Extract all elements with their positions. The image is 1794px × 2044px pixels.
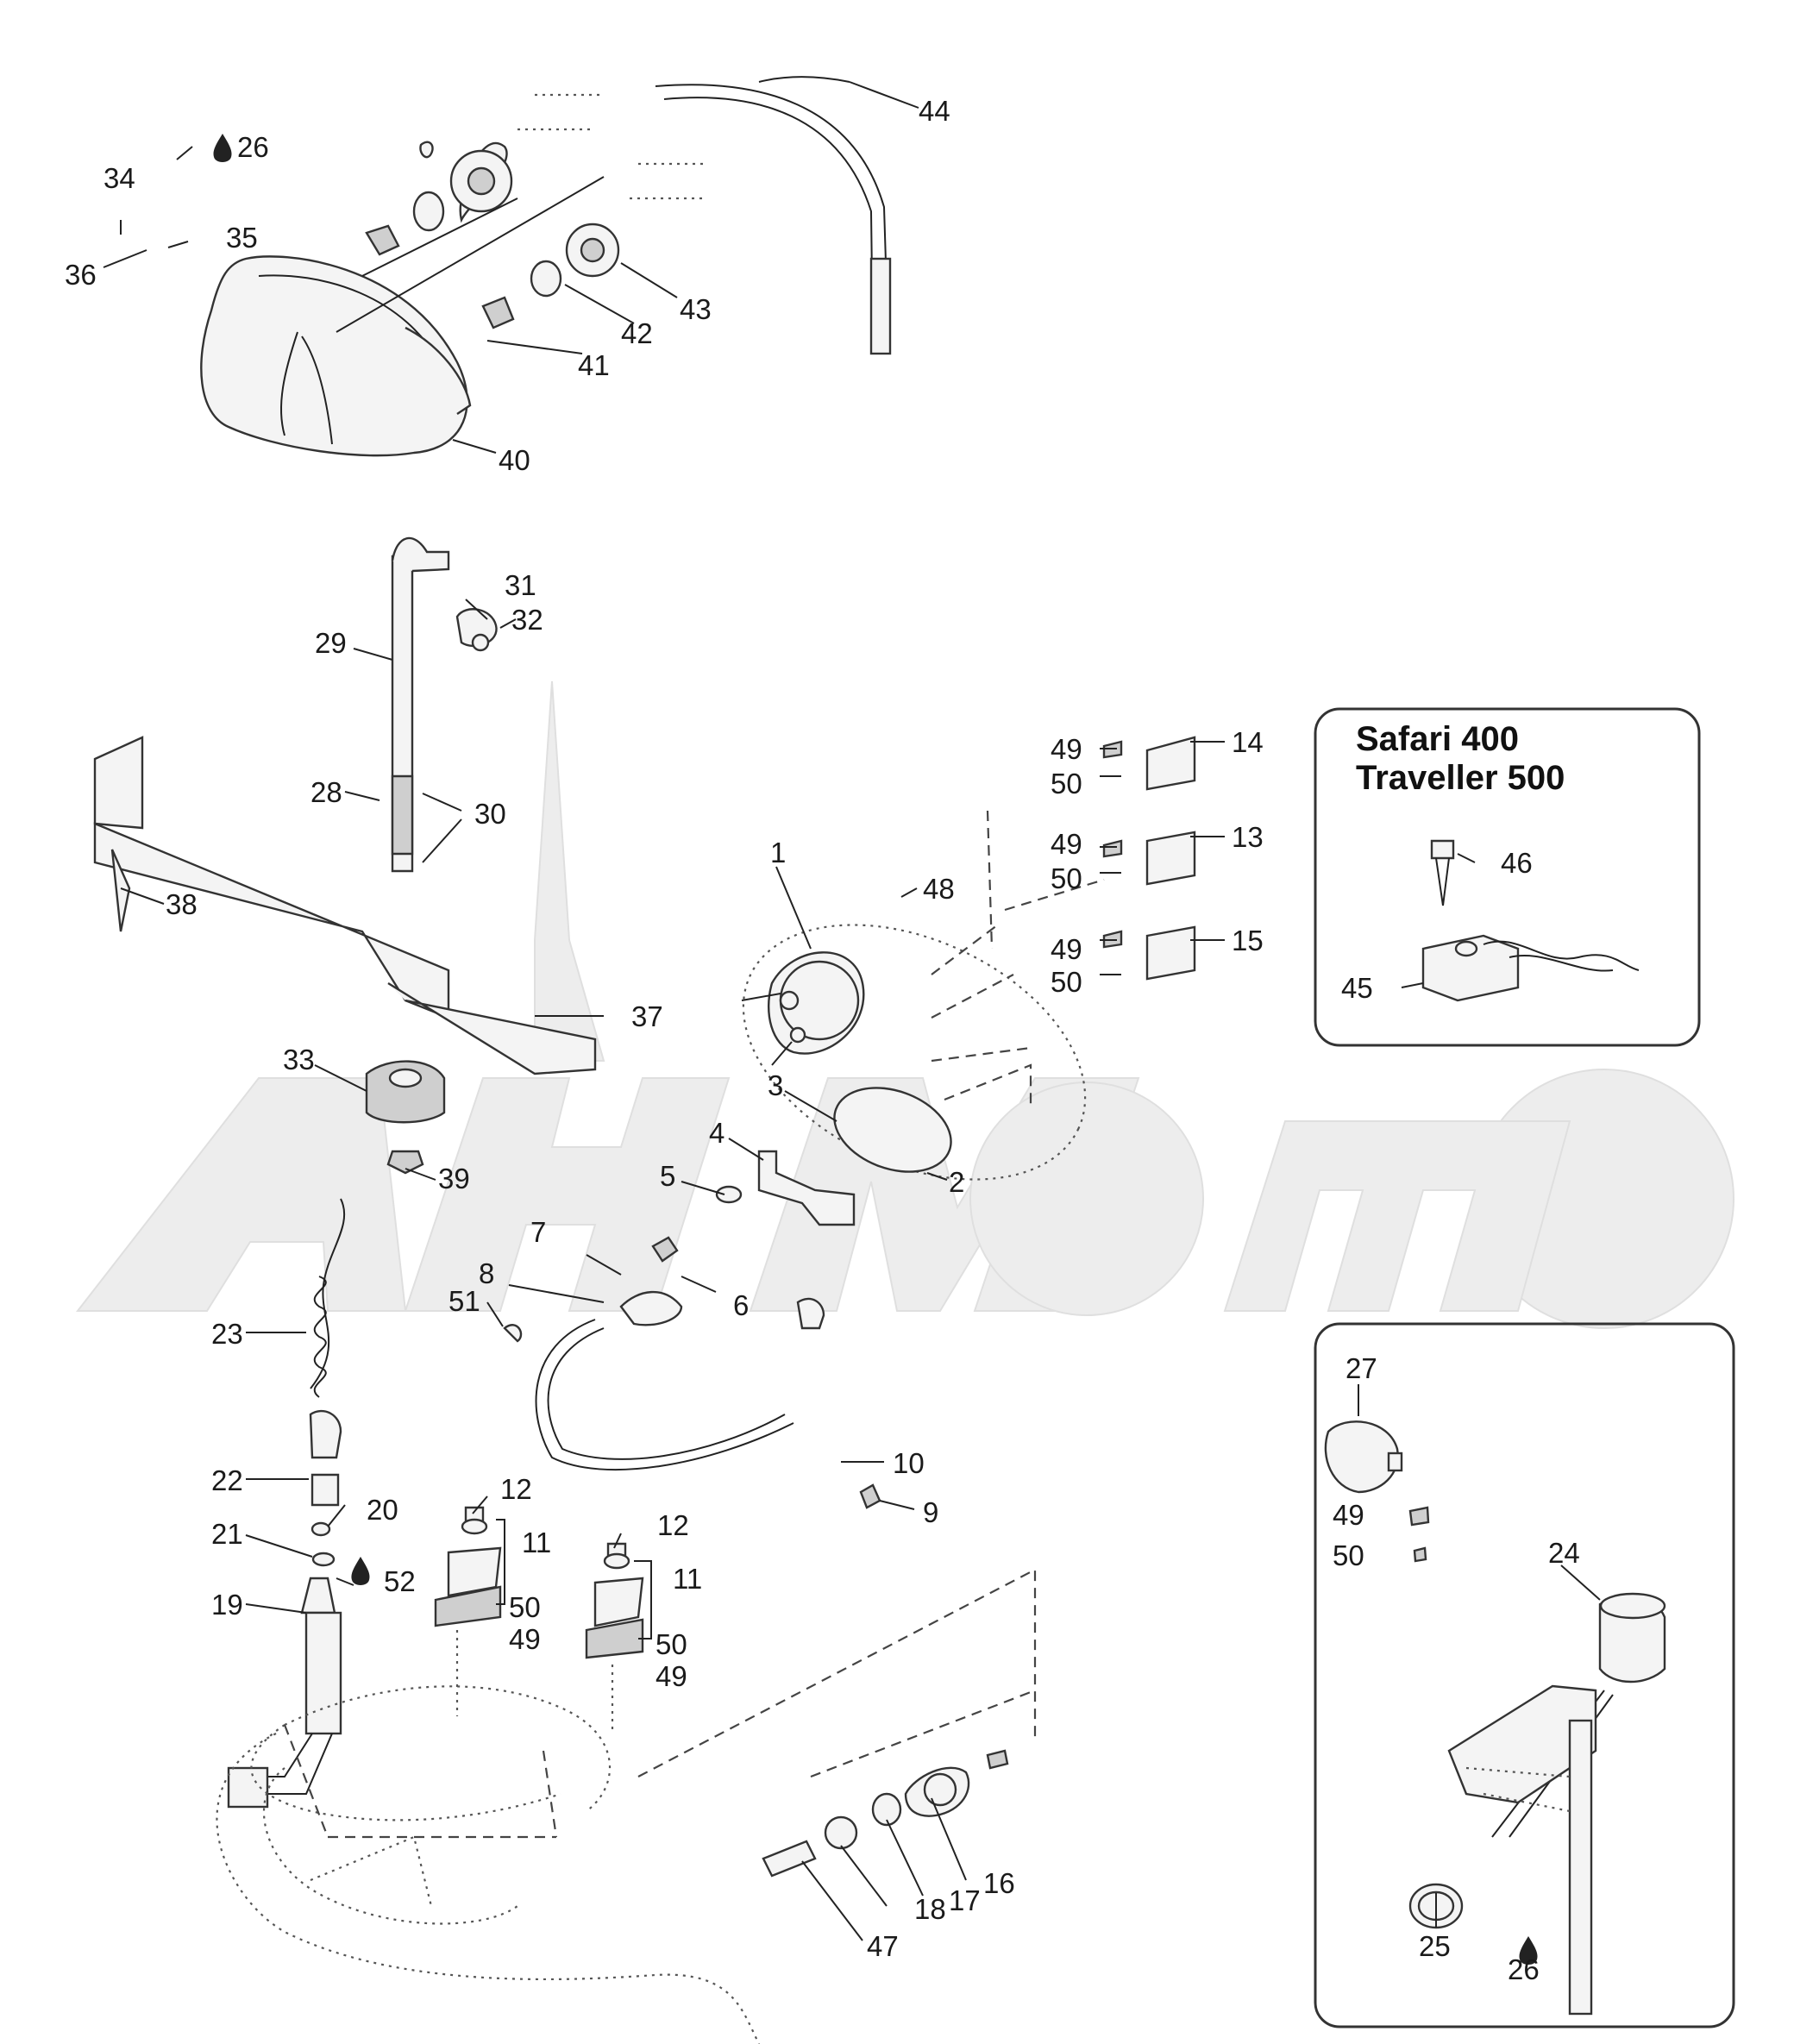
callout-46: 46 bbox=[1501, 847, 1533, 879]
callout-38: 38 bbox=[166, 888, 198, 920]
handlebar-mount bbox=[93, 536, 597, 1175]
callout-50: 50 bbox=[1051, 768, 1082, 799]
callout-4: 4 bbox=[709, 1117, 724, 1149]
callout-48: 48 bbox=[923, 873, 955, 905]
callout-26: 26 bbox=[237, 131, 269, 163]
callout-50: 50 bbox=[1333, 1539, 1364, 1571]
callout-5: 5 bbox=[660, 1160, 675, 1192]
callout-20: 20 bbox=[367, 1494, 398, 1526]
callout-34: 34 bbox=[104, 162, 135, 194]
key-switch bbox=[762, 1749, 1009, 1878]
callout-12: 12 bbox=[657, 1509, 689, 1541]
callout-44: 44 bbox=[919, 95, 950, 127]
callout-50: 50 bbox=[1051, 862, 1082, 894]
gauge-assembly bbox=[503, 736, 1196, 1509]
drop-icon bbox=[351, 1557, 370, 1585]
callout-41: 41 bbox=[578, 349, 610, 381]
callout-2: 2 bbox=[949, 1166, 964, 1198]
callout-21: 21 bbox=[211, 1518, 243, 1550]
callout-7: 7 bbox=[530, 1216, 546, 1248]
callout-50: 50 bbox=[656, 1628, 687, 1660]
callout-14: 14 bbox=[1232, 726, 1264, 758]
callout-11: 11 bbox=[673, 1563, 702, 1595]
callout-31: 31 bbox=[505, 569, 536, 601]
callout-49: 49 bbox=[1333, 1499, 1364, 1531]
callout-19: 19 bbox=[211, 1589, 243, 1621]
callout-17: 17 bbox=[949, 1884, 981, 1916]
callout-49: 49 bbox=[656, 1660, 687, 1692]
ignition-group bbox=[227, 1198, 644, 1809]
inset-title-line1: Safari 400 bbox=[1356, 720, 1519, 758]
callout-15: 15 bbox=[1232, 925, 1264, 956]
callout-3: 3 bbox=[768, 1069, 783, 1101]
callout-27: 27 bbox=[1346, 1352, 1377, 1384]
callout-22: 22 bbox=[211, 1464, 243, 1496]
inset-sensor bbox=[1314, 1322, 1735, 2028]
callout-40: 40 bbox=[499, 444, 530, 476]
inset-safari-traveller: Safari 400 Traveller 500 bbox=[1314, 707, 1701, 1047]
callout-36: 36 bbox=[65, 259, 97, 291]
callout-50: 50 bbox=[1051, 966, 1082, 998]
callout-45: 45 bbox=[1341, 972, 1373, 1004]
callout-49: 49 bbox=[1051, 828, 1082, 860]
callout-18: 18 bbox=[914, 1893, 946, 1925]
drop-icon bbox=[1519, 1936, 1538, 1965]
callout-52: 52 bbox=[384, 1565, 416, 1597]
callout-labels: 44 26 34 35 36 43 42 41 40 31 32 29 28 3… bbox=[65, 95, 1580, 1985]
callout-43: 43 bbox=[680, 293, 712, 325]
callout-49: 49 bbox=[509, 1623, 541, 1655]
callout-1: 1 bbox=[770, 837, 786, 868]
callout-49: 49 bbox=[1051, 733, 1082, 765]
callout-12: 12 bbox=[500, 1473, 532, 1505]
callout-11: 11 bbox=[522, 1527, 551, 1558]
callout-39: 39 bbox=[438, 1163, 470, 1194]
callout-24: 24 bbox=[1548, 1537, 1580, 1569]
headlight-assembly bbox=[200, 76, 892, 457]
callout-49: 49 bbox=[1051, 933, 1082, 965]
callout-33: 33 bbox=[283, 1044, 315, 1075]
callout-6: 6 bbox=[733, 1289, 749, 1321]
leader-lines bbox=[103, 81, 1601, 1941]
callout-30: 30 bbox=[474, 798, 506, 830]
callout-35: 35 bbox=[226, 222, 258, 254]
callout-26: 26 bbox=[1508, 1953, 1540, 1985]
console-outline bbox=[216, 1568, 1037, 2044]
callout-9: 9 bbox=[923, 1496, 938, 1528]
callout-50: 50 bbox=[509, 1591, 541, 1623]
callout-25: 25 bbox=[1419, 1930, 1451, 1962]
callout-10: 10 bbox=[893, 1447, 925, 1479]
inset-title-line2: Traveller 500 bbox=[1356, 759, 1565, 797]
callout-29: 29 bbox=[315, 627, 347, 659]
callout-16: 16 bbox=[983, 1867, 1015, 1899]
callout-32: 32 bbox=[511, 604, 543, 636]
callout-42: 42 bbox=[621, 317, 653, 349]
callout-23: 23 bbox=[211, 1318, 243, 1350]
callout-13: 13 bbox=[1232, 821, 1264, 853]
harness-44 bbox=[518, 76, 892, 355]
callout-28: 28 bbox=[310, 776, 342, 808]
callout-51: 51 bbox=[448, 1285, 480, 1317]
callout-47: 47 bbox=[867, 1930, 899, 1962]
callout-8: 8 bbox=[479, 1257, 494, 1289]
callout-37: 37 bbox=[631, 1000, 663, 1032]
drop-icon bbox=[213, 134, 232, 162]
